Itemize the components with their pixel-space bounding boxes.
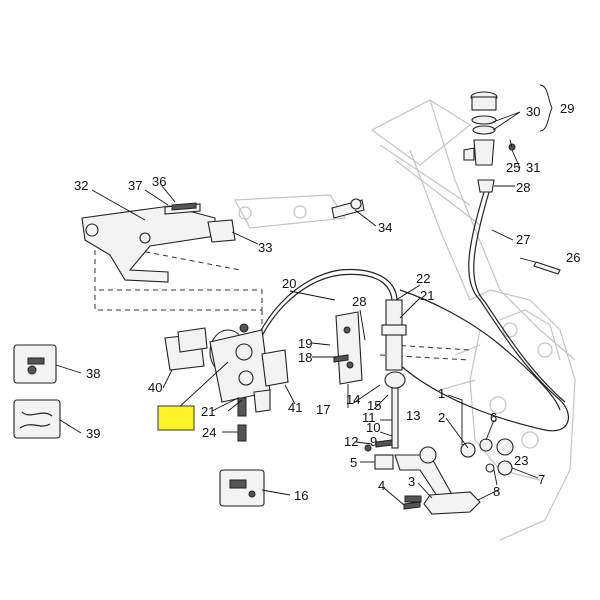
label-18: 18 [298, 350, 312, 365]
label-14: 14 [346, 392, 360, 407]
label-8: 8 [493, 484, 500, 499]
label-36: 36 [152, 174, 166, 189]
label-39: 39 [86, 426, 100, 441]
frame-outline [234, 99, 576, 541]
label-19: 19 [298, 336, 312, 351]
label-34: 34 [378, 220, 392, 235]
label-10: 10 [366, 420, 380, 435]
label-21-cylinder: 21 [420, 288, 434, 303]
kit-bag-16 [219, 469, 265, 507]
label-21-caliper: 21 [201, 404, 215, 419]
label-37: 37 [128, 178, 142, 193]
footpeg-bracket [81, 203, 236, 283]
highlight-box [157, 405, 195, 431]
label-6: 6 [490, 410, 497, 425]
leader-lines [55, 84, 553, 506]
label-7: 7 [538, 472, 545, 487]
label-33: 33 [258, 240, 272, 255]
pin-26 [533, 261, 561, 275]
label-30: 30 [526, 104, 540, 119]
brake-pedal [374, 438, 514, 515]
label-26: 26 [566, 250, 580, 265]
kit-bag-39 [13, 399, 61, 439]
label-4: 4 [378, 478, 385, 493]
label-20: 20 [282, 276, 296, 291]
label-31: 31 [526, 160, 540, 175]
part-labels: 32 37 36 33 34 20 40 21 24 41 38 39 16 1… [74, 101, 580, 503]
master-cylinder [335, 299, 407, 449]
label-29: 29 [560, 101, 574, 116]
label-1: 1 [438, 386, 445, 401]
label-32: 32 [74, 178, 88, 193]
assembly-dashed-lines [94, 244, 471, 361]
label-13: 13 [406, 408, 420, 423]
label-23: 23 [514, 453, 528, 468]
kit-bag-38 [13, 344, 57, 384]
label-2: 2 [438, 410, 445, 425]
label-27: 27 [516, 232, 530, 247]
label-17: 17 [316, 402, 330, 417]
brake-fluid-reservoir [463, 91, 516, 193]
label-3: 3 [408, 474, 415, 489]
label-28-mid: 28 [352, 294, 366, 309]
label-12: 12 [344, 434, 358, 449]
label-16: 16 [294, 488, 308, 503]
label-40: 40 [148, 380, 162, 395]
label-9: 9 [370, 434, 377, 449]
label-15: 15 [367, 398, 381, 413]
label-11: 11 [362, 410, 376, 425]
label-22: 22 [416, 271, 430, 286]
bolt-34 [331, 198, 365, 219]
label-24: 24 [202, 425, 216, 440]
label-38: 38 [86, 366, 100, 381]
label-28-top: 28 [516, 180, 530, 195]
label-25: 25 [506, 160, 520, 175]
brake-caliper [164, 323, 289, 442]
label-5: 5 [350, 455, 357, 470]
screws [171, 202, 421, 510]
brake-hoses [245, 191, 569, 432]
label-41: 41 [288, 400, 302, 415]
